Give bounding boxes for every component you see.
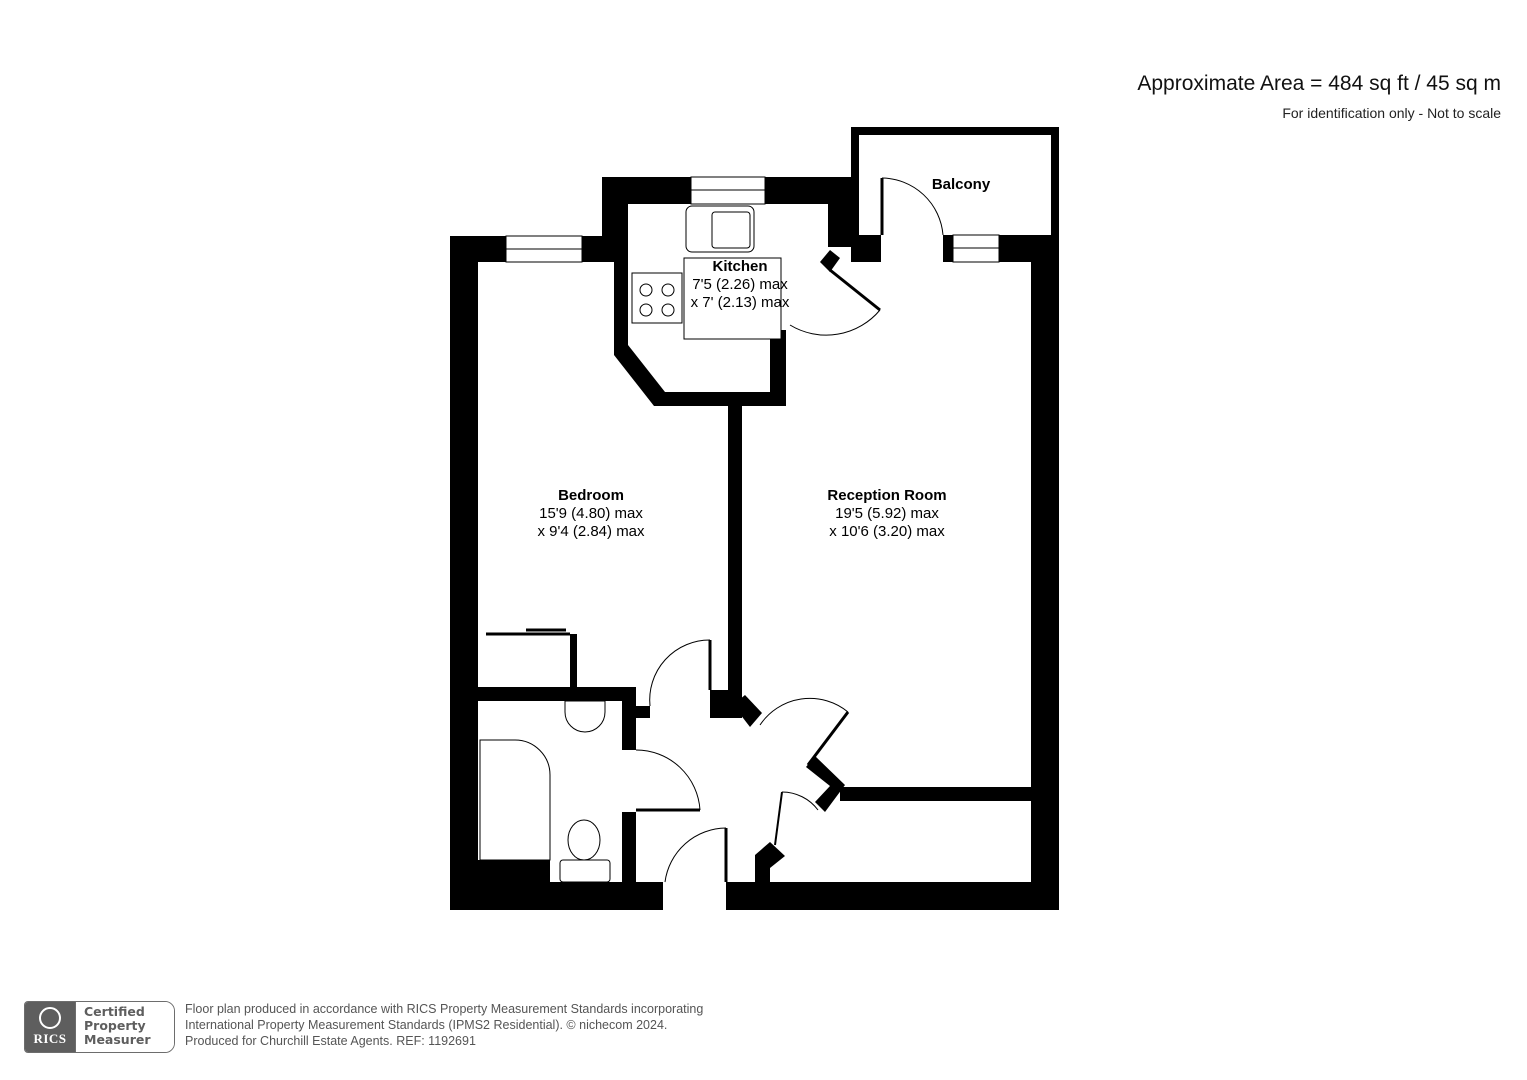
footer-notes: Floor plan produced in accordance with R…	[185, 1001, 703, 1049]
hob-icon	[631, 272, 683, 324]
reception-label: Reception Room	[827, 487, 946, 504]
shower-icon	[479, 739, 551, 861]
bedroom-label: Bedroom	[558, 487, 624, 504]
fixtures	[479, 205, 782, 883]
doors	[635, 177, 944, 883]
footer-line-1: Floor plan produced in accordance with R…	[185, 1002, 704, 1016]
toilet-icon	[567, 819, 601, 861]
walls	[450, 127, 1059, 910]
bedroom-dim2: x 9'4 (2.84) max	[537, 523, 645, 540]
lion-icon	[39, 1007, 61, 1029]
badge-line-2: Property	[84, 1018, 146, 1033]
reception-dim1: 19'5 (5.92) max	[835, 505, 939, 522]
badge-line-3: Measurer	[84, 1032, 151, 1047]
kitchen-dim1: 7'5 (2.26) max	[692, 276, 788, 293]
scale-disclaimer: For identification only - Not to scale	[1282, 105, 1501, 121]
rics-logo-text: RICS	[33, 1031, 67, 1046]
approximate-area: Approximate Area = 484 sq ft / 45 sq m	[1137, 72, 1501, 95]
footer: RICS Certified Property Measurer Floor p…	[24, 1001, 703, 1053]
basin-icon	[564, 700, 606, 733]
badge-line-1: Certified	[84, 1004, 145, 1019]
kitchen-dim2: x 7' (2.13) max	[691, 294, 790, 311]
kitchen-label: Kitchen	[712, 258, 767, 275]
windows	[505, 176, 1000, 263]
footer-line-3: Produced for Churchill Estate Agents. RE…	[185, 1034, 476, 1048]
rics-badge: RICS Certified Property Measurer	[24, 1001, 175, 1053]
room-labels: Kitchen 7'5 (2.26) max x 7' (2.13) max B…	[537, 176, 990, 540]
reception-dim2: x 10'6 (3.20) max	[829, 523, 945, 540]
bedroom-dim1: 15'9 (4.80) max	[539, 505, 643, 522]
rics-logo: RICS	[25, 1002, 75, 1052]
certified-measurer-text: Certified Property Measurer	[75, 1002, 174, 1052]
balcony-label: Balcony	[932, 176, 991, 193]
footer-line-2: International Property Measurement Stand…	[185, 1018, 668, 1032]
